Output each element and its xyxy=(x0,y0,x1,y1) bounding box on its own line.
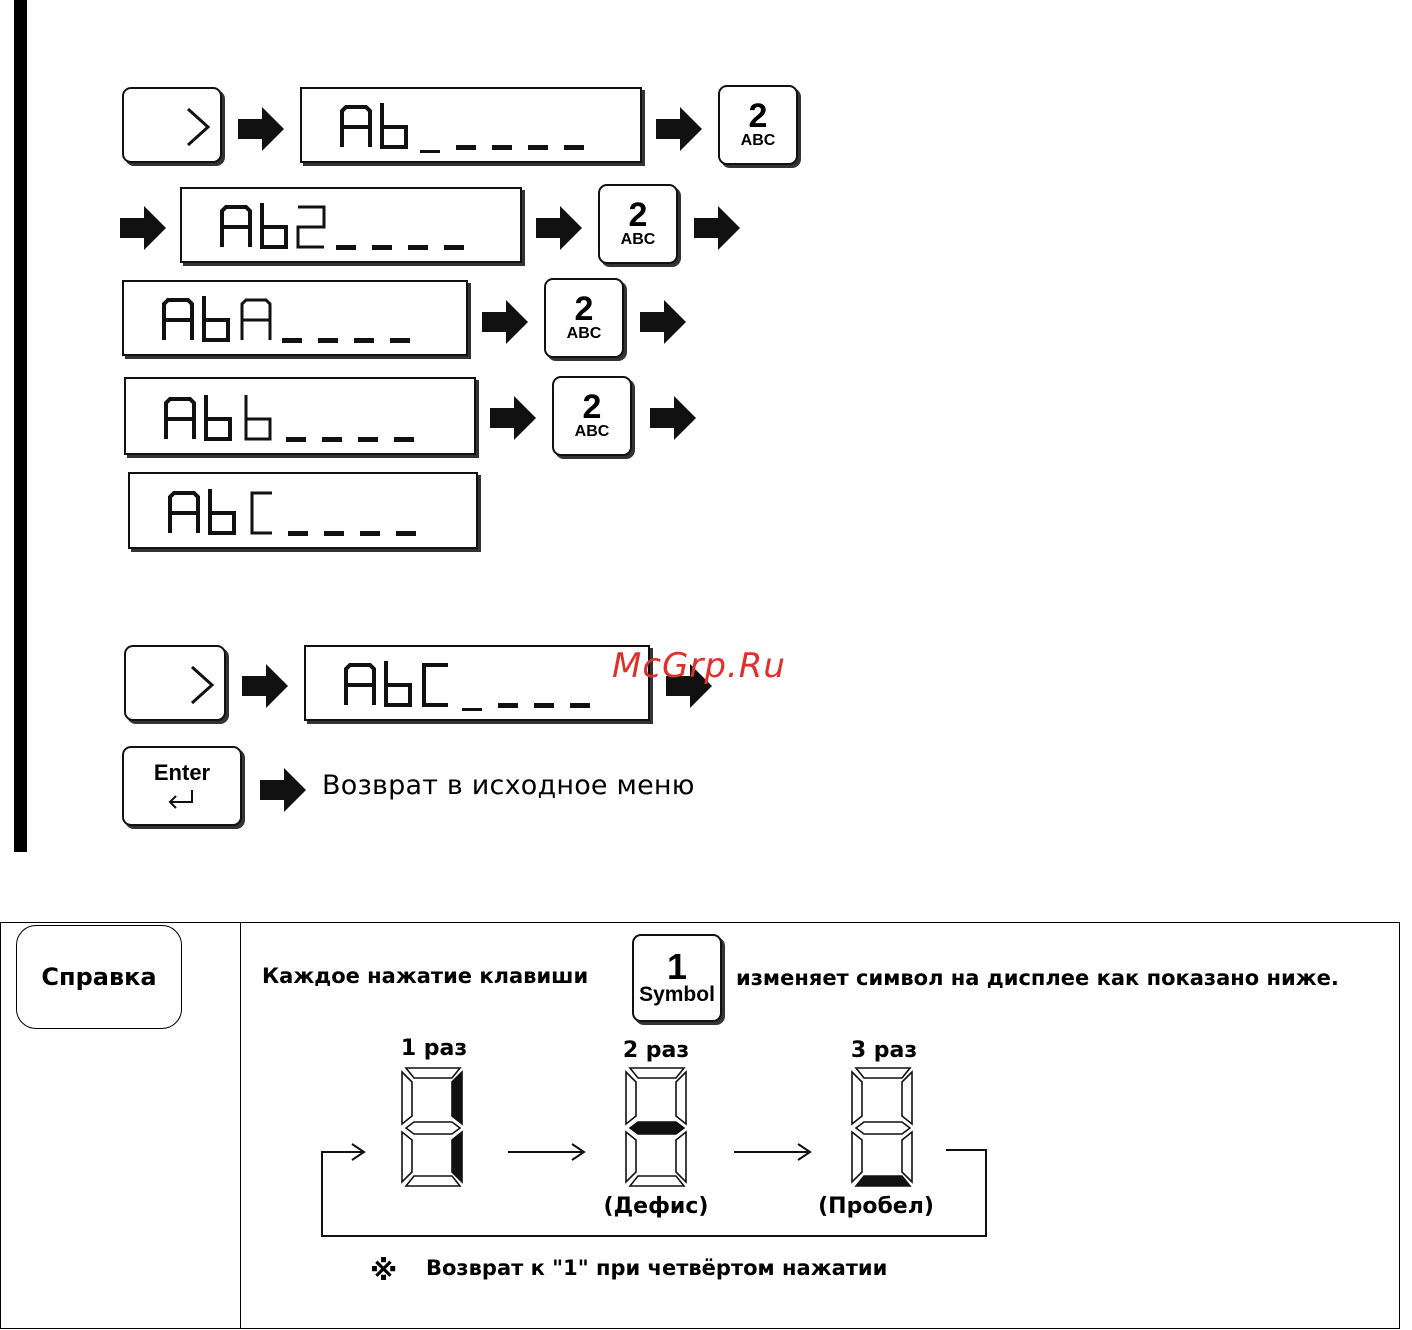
watermark: McGrp.Ru xyxy=(612,646,786,686)
right-arrow-key[interactable] xyxy=(124,645,226,721)
note-badge: Справка xyxy=(16,925,182,1029)
footnote-mark: ※ xyxy=(370,1254,397,1287)
arrow-right-icon xyxy=(480,298,530,346)
press-label-1: 1 раз xyxy=(384,1036,484,1061)
lcd-display xyxy=(300,87,642,163)
lcd-display xyxy=(304,645,650,721)
key-2-abc[interactable]: 2 ABC xyxy=(544,278,624,358)
arrow-right-icon xyxy=(118,204,168,252)
left-margin-bar xyxy=(14,0,27,852)
lcd-segments-ab-cursor xyxy=(302,89,640,161)
chevron-right-icon xyxy=(124,89,220,161)
note-text-after: изменяет символ на дисплее как показано … xyxy=(736,966,1339,990)
chevron-right-icon xyxy=(126,647,224,719)
return-caption: Возврат в исходное меню xyxy=(322,770,695,801)
arrow-right-icon xyxy=(258,766,308,814)
arrow-2-to-3 xyxy=(734,1144,810,1160)
right-arrow-key[interactable] xyxy=(122,87,222,163)
key-2-abc[interactable]: 2 ABC xyxy=(552,376,632,456)
arrow-right-icon xyxy=(692,204,742,252)
label-space: (Пробел) xyxy=(806,1194,946,1219)
note-text-before: Каждое нажатие клавиши xyxy=(262,964,588,988)
lcd-display xyxy=(180,187,522,263)
lcd-segments-abc-cursor xyxy=(306,647,648,719)
lcd-segments-aba xyxy=(124,282,466,354)
lcd-segments-abb xyxy=(126,379,474,453)
lcd-segments-ab2 xyxy=(182,189,520,261)
key-2-abc[interactable]: 2 ABC xyxy=(598,184,678,264)
key-1-symbol[interactable]: 1 Symbol xyxy=(632,934,722,1022)
segment-digit-1 xyxy=(402,1068,462,1186)
lcd-segments-abc xyxy=(130,474,476,547)
lcd-display xyxy=(122,280,468,356)
lcd-display xyxy=(128,472,478,549)
footnote-text: Возврат к "1" при четвёртом нажатии xyxy=(426,1256,887,1280)
arrow-right-icon xyxy=(648,394,698,442)
arrow-right-icon xyxy=(534,204,584,252)
table-divider xyxy=(240,922,241,1329)
arrow-right-icon xyxy=(488,394,538,442)
loop-back-arrow xyxy=(322,1144,986,1236)
key-2-abc[interactable]: 2 ABC xyxy=(718,85,798,165)
return-icon xyxy=(162,788,202,810)
arrow-right-icon xyxy=(654,105,704,153)
arrow-right-icon xyxy=(638,298,688,346)
arrow-right-icon xyxy=(240,662,290,710)
segment-digit-3 xyxy=(852,1068,912,1186)
segment-digit-2 xyxy=(626,1068,686,1186)
lcd-display xyxy=(124,377,476,455)
arrow-1-to-2 xyxy=(508,1144,584,1160)
enter-key[interactable]: Enter xyxy=(122,746,242,826)
label-hyphen: (Дефис) xyxy=(586,1194,726,1219)
arrow-right-icon xyxy=(236,105,286,153)
